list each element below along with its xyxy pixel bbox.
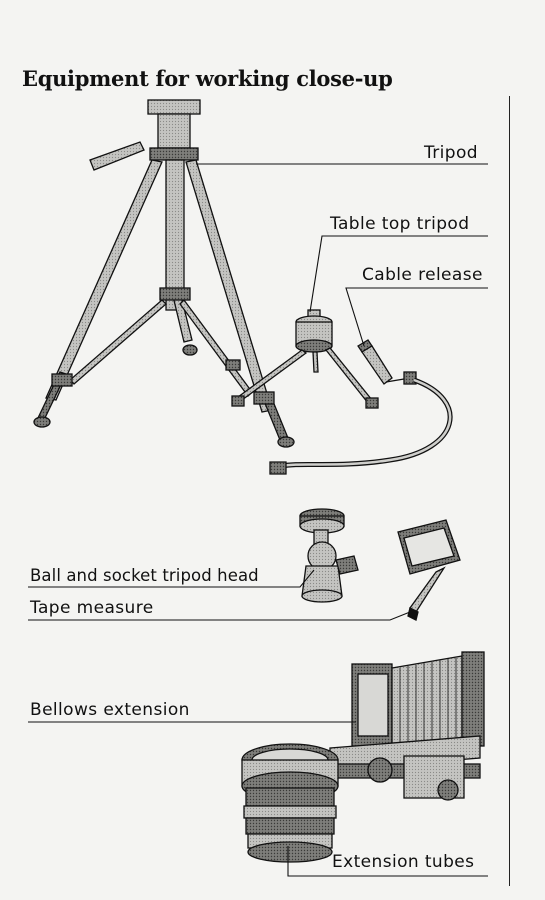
label-ball-head: Ball and socket tripod head [30, 566, 259, 585]
label-table-top-tripod: Table top tripod [330, 214, 470, 234]
margin-rule [509, 96, 510, 886]
tape-measure-drawing [397, 519, 461, 621]
label-cable-release: Cable release [362, 265, 483, 285]
cable-release-drawing [269, 339, 453, 475]
table-top-tripod-drawing [231, 309, 379, 409]
bellows-drawing [241, 651, 485, 863]
label-tripod: Tripod [424, 143, 478, 163]
page-title: Equipment for working close-up [22, 66, 393, 91]
label-extension-tubes: Extension tubes [332, 852, 475, 872]
leader-lines [28, 163, 488, 877]
ball-head-drawing [299, 508, 359, 603]
label-tape-measure: Tape measure [30, 598, 154, 618]
tripod-drawing [33, 99, 295, 448]
label-bellows: Bellows extension [30, 700, 190, 720]
